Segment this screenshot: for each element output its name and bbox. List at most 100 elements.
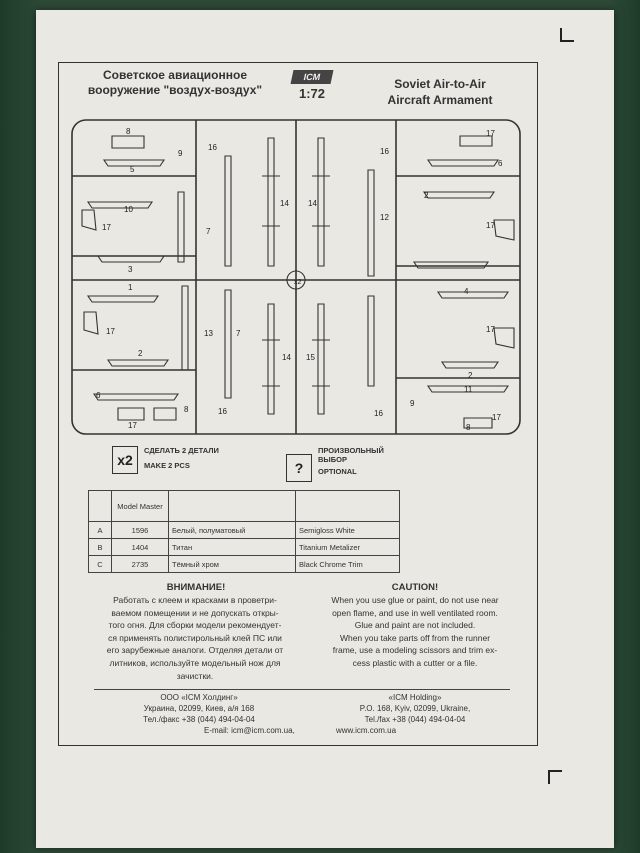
part-number: 12 bbox=[380, 213, 389, 222]
part-number: 16 bbox=[380, 147, 389, 156]
crop-mark-top-right bbox=[560, 28, 574, 42]
warning-title-en: CAUTION! bbox=[391, 582, 439, 593]
part-number: 17 bbox=[106, 327, 115, 336]
part-number: 14 bbox=[282, 353, 291, 362]
warning-title-ru: ВНИМАНИЕ! bbox=[166, 582, 226, 593]
part-number: 7 bbox=[206, 227, 211, 236]
part-number: 9 bbox=[410, 399, 415, 408]
fin-part bbox=[83, 311, 99, 335]
fin-part bbox=[153, 407, 177, 421]
part-number: 6 bbox=[96, 391, 101, 400]
warning-body-en: When you use glue or paint, do not use n… bbox=[331, 595, 499, 668]
missile-part bbox=[262, 303, 280, 415]
pylon-part bbox=[436, 291, 510, 299]
part-number: 14 bbox=[308, 199, 317, 208]
part-number: 17 bbox=[486, 129, 495, 138]
logo-mark: ICM bbox=[290, 70, 334, 84]
pylon-part bbox=[92, 393, 180, 401]
content-frame bbox=[58, 62, 538, 746]
part-number: 1 bbox=[128, 283, 133, 292]
part-number: 10 bbox=[124, 205, 133, 214]
x2-symbol: x2 bbox=[112, 446, 138, 474]
sprue-center-label: x2 bbox=[294, 279, 302, 286]
title-russian: Советское авиационное вооружение "воздух… bbox=[80, 68, 270, 98]
part-number: 11 bbox=[464, 385, 473, 394]
background-right bbox=[610, 0, 640, 853]
x2-legend: СДЕЛАТЬ 2 ДЕТАЛИ MAKE 2 PCS bbox=[144, 446, 219, 478]
paint-row: A 1596 Белый, полуматовый Semigloss Whit… bbox=[88, 521, 400, 539]
part-number: 14 bbox=[280, 199, 289, 208]
part-number: 15 bbox=[306, 353, 315, 362]
pylon-part bbox=[86, 295, 160, 303]
fin-part bbox=[463, 417, 493, 429]
optional-symbol: ? bbox=[286, 454, 312, 482]
sprue-center-hub bbox=[286, 270, 306, 290]
missile-part bbox=[262, 137, 280, 267]
paint-header-model-master: Model Master bbox=[111, 490, 169, 522]
part-number: 16 bbox=[208, 143, 217, 152]
part-number: 5 bbox=[130, 165, 135, 174]
optional-legend-ru-2: ВЫБОР bbox=[318, 455, 347, 464]
background-left bbox=[0, 0, 40, 853]
title-en-line1: Soviet Air-to-Air bbox=[394, 77, 486, 91]
warning-body-ru: Работать с клеем и красками в проветри- … bbox=[106, 595, 284, 681]
part-number: 16 bbox=[374, 409, 383, 418]
pylon-part bbox=[96, 255, 166, 263]
footer-website[interactable]: www.icm.com.ua bbox=[336, 726, 397, 735]
part-number: 2 bbox=[468, 371, 473, 380]
optional-legend: ПРОИЗВОЛЬНЫЙ ВЫБОР OPTIONAL bbox=[318, 446, 384, 478]
pylon-part bbox=[440, 361, 500, 369]
crop-mark-bottom-right bbox=[548, 770, 562, 784]
footer-address-ru: ООО «ICM Холдинг» Украина, 02099, Киев, … bbox=[143, 693, 255, 724]
paint-row: B 1404 Титан Titanium Metalizer bbox=[88, 538, 400, 556]
title-english: Soviet Air-to-Air Aircraft Armament bbox=[360, 76, 520, 108]
pylon-part bbox=[102, 159, 166, 167]
pylon-part bbox=[422, 191, 496, 199]
missile-part bbox=[224, 155, 232, 267]
fin-part bbox=[117, 407, 145, 421]
part-number: 8 bbox=[466, 423, 471, 432]
missile-part bbox=[224, 289, 232, 399]
part-number: 17 bbox=[486, 325, 495, 334]
part-number: 17 bbox=[102, 223, 111, 232]
missile-part bbox=[177, 191, 185, 263]
part-number: 2 bbox=[138, 349, 143, 358]
part-number: 6 bbox=[498, 159, 503, 168]
icm-logo: ICM 1:72 bbox=[284, 70, 340, 110]
fin-part bbox=[111, 135, 145, 149]
footer-address-en: «ICM Holding» P.O. 168, Kyiv, 02099, Ukr… bbox=[359, 693, 471, 724]
title-en-line2: Aircraft Armament bbox=[387, 93, 493, 107]
pylon-part bbox=[106, 359, 170, 367]
part-number: 17 bbox=[486, 221, 495, 230]
paint-table: Model Master A 1596 Белый, полуматовый S… bbox=[88, 490, 400, 573]
pylon-part bbox=[426, 159, 500, 167]
part-number: 13 bbox=[204, 329, 213, 338]
title-ru-line1: Советское авиационное bbox=[103, 68, 247, 82]
part-number: 8 bbox=[126, 127, 131, 136]
missile-part bbox=[412, 261, 490, 269]
optional-legend-ru-1: ПРОИЗВОЛЬНЫЙ bbox=[318, 446, 384, 455]
part-number: 2 bbox=[424, 191, 429, 200]
footer-email[interactable]: E-mail: icm@icm.com.ua, bbox=[204, 726, 295, 735]
missile-part bbox=[367, 169, 375, 277]
footer-divider bbox=[94, 689, 510, 690]
optional-legend-en: OPTIONAL bbox=[318, 467, 357, 476]
missile-part bbox=[181, 285, 189, 371]
part-number: 17 bbox=[492, 413, 501, 422]
part-number: 3 bbox=[128, 265, 133, 274]
paint-table-header: Model Master bbox=[88, 490, 400, 522]
part-number: 16 bbox=[218, 407, 227, 416]
pylon-part bbox=[86, 201, 154, 209]
scale-label: 1:72 bbox=[298, 86, 326, 101]
fin-part bbox=[493, 219, 515, 241]
fin-part bbox=[493, 327, 515, 349]
missile-part bbox=[312, 137, 330, 267]
part-number: 7 bbox=[236, 329, 241, 338]
part-number: 8 bbox=[184, 405, 189, 414]
sprue-diagram: x2 8 9 5 10 17 3 1 7 16 14 14 12 16 17 6… bbox=[71, 119, 521, 435]
x2-legend-ru: СДЕЛАТЬ 2 ДЕТАЛИ bbox=[144, 446, 219, 455]
missile-part bbox=[312, 303, 330, 415]
paint-row: C 2735 Тёмный хром Black Chrome Trim bbox=[88, 555, 400, 573]
missile-part bbox=[367, 295, 375, 387]
part-number: 17 bbox=[128, 421, 137, 430]
